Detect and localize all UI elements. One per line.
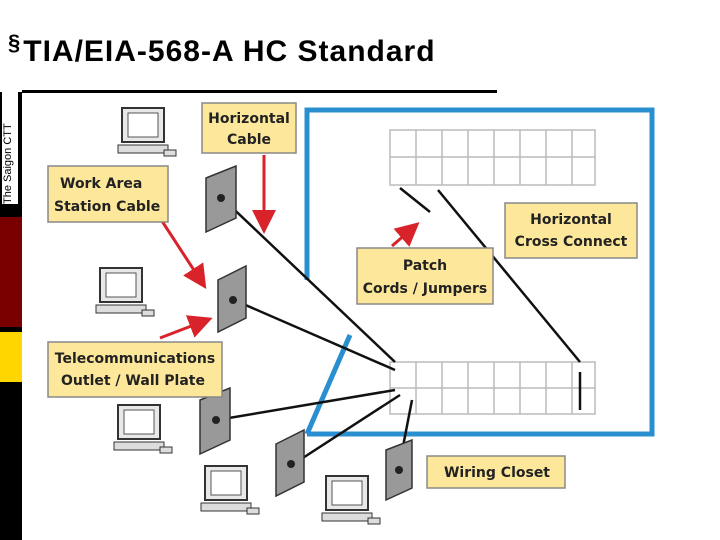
label-horizontal-cable-line1: Horizontal <box>208 111 290 127</box>
label-telecom-outlet: Telecommunications Outlet / Wall Plate <box>47 341 223 398</box>
wall-plate-icon <box>385 438 413 502</box>
computer-icon <box>200 465 260 515</box>
wall-plate-icon <box>205 164 237 234</box>
computer-icon <box>117 107 177 157</box>
side-bar-red-block <box>0 217 22 327</box>
wiring-closet-room <box>304 107 655 437</box>
label-horizontal-cable-line2: Cable <box>227 132 271 148</box>
label-wiring-closet-text: Wiring Closet <box>444 465 550 481</box>
slide-title: §TIA/EIA-568-A HC Standard <box>8 30 436 69</box>
title-bullet: § <box>8 30 22 55</box>
wall-plate-icon <box>275 428 305 498</box>
label-horizontal-cross-connect: Horizontal Cross Connect <box>504 202 638 259</box>
label-work-area-line1: Work Area <box>60 176 142 192</box>
label-wiring-closet: Wiring Closet <box>426 455 566 489</box>
label-patch-line1: Patch <box>403 258 447 274</box>
label-telecom-line1: Telecommunications <box>55 351 215 367</box>
label-patch-cords-jumpers: Patch Cords / Jumpers <box>356 247 494 305</box>
title-text: TIA/EIA-568-A HC Standard <box>23 35 436 68</box>
computer-icon <box>113 404 173 454</box>
title-underline <box>22 90 497 93</box>
patch-panel-bottom <box>389 361 596 415</box>
label-arrows <box>158 155 420 340</box>
label-telecom-line2: Outlet / Wall Plate <box>61 373 205 389</box>
label-work-area-station-cable: Work Area Station Cable <box>47 165 169 223</box>
computer-icon <box>95 267 155 317</box>
label-hcc-line2: Cross Connect <box>515 234 628 250</box>
wall-plate-icon <box>199 386 231 456</box>
label-work-area-line2: Station Cable <box>54 199 160 215</box>
patch-panel-top <box>389 129 596 186</box>
side-bar-yellow-block <box>0 332 22 382</box>
wall-plate-icon <box>217 264 247 334</box>
label-horizontal-cable: Horizontal Cable <box>201 102 297 154</box>
computer-icon <box>321 475 381 525</box>
label-hcc-line1: Horizontal <box>530 212 612 228</box>
label-patch-line2: Cords / Jumpers <box>363 281 488 297</box>
